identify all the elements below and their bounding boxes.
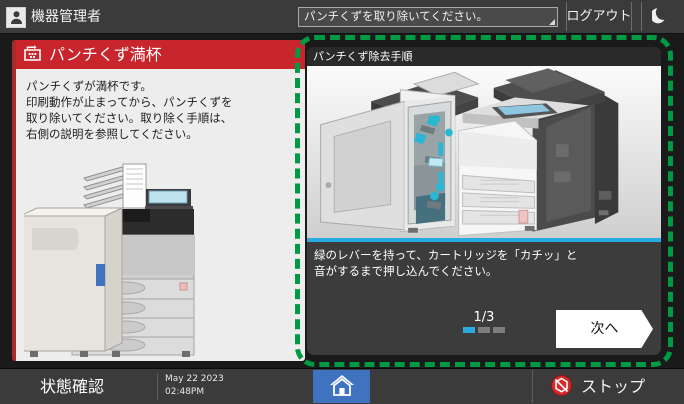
- status-check-button[interactable]: 状態確認: [40, 374, 104, 399]
- procedure-instruction: 緑のレバーを持って、カートリッジを「カチッ」と 音がするまで押し込んでください。: [307, 242, 661, 279]
- status-check-label: 状態確認: [40, 377, 105, 396]
- page-indicator: 1/3: [307, 311, 661, 333]
- illustration-accent-bar: [307, 238, 661, 242]
- error-message-body: パンチくずが満杯です。 印刷動作が止まってから、パンチくずを 取り除いてください…: [16, 69, 305, 142]
- crescent-moon-icon: [650, 6, 667, 28]
- top-bar: 機器管理者 パンチくずを取り除いてください。 ログアウト: [0, 0, 684, 34]
- page-dot-1[interactable]: [463, 327, 475, 333]
- user-name-label: 機器管理者: [31, 9, 101, 25]
- error-title-bar: パンチくず満杯: [16, 40, 305, 69]
- user-icon: [6, 6, 26, 28]
- chevron-down-icon: [549, 19, 555, 25]
- procedure-panel: パンチくず除去手順: [307, 47, 661, 355]
- stop-button[interactable]: ストップ: [532, 370, 684, 403]
- procedure-header: パンチくず除去手順: [307, 47, 661, 66]
- printer-illustration: [24, 163, 195, 357]
- next-button-label: 次へ: [590, 321, 619, 337]
- date-label: May 22 2023: [165, 374, 224, 384]
- page-dot-3[interactable]: [493, 327, 505, 333]
- punch-waste-box-icon: [23, 43, 42, 66]
- procedure-highlight-frame: パンチくず除去手順: [295, 35, 673, 367]
- date-time-display: May 22 2023 02:48PM: [157, 373, 224, 400]
- bottom-bar: 状態確認 May 22 2023 02:48PM: [0, 368, 684, 404]
- logout-button[interactable]: ログアウト: [566, 2, 632, 31]
- page-dot-2[interactable]: [478, 327, 490, 333]
- status-message-dropdown[interactable]: パンチくずを取り除いてください。: [298, 7, 558, 27]
- error-message-text: パンチくずが満杯です。 印刷動作が止まってから、パンチくずを 取り除いてください…: [26, 79, 233, 141]
- error-card: パンチくず満杯 パンチくずが満杯です。 印刷動作が止まってから、パンチくずを 取…: [12, 40, 305, 361]
- stop-label: ストップ: [581, 376, 646, 396]
- next-button[interactable]: 次へ: [556, 310, 653, 348]
- home-icon: [329, 373, 355, 401]
- procedure-illustration: [307, 66, 661, 238]
- error-title-label: パンチくず満杯: [49, 44, 162, 64]
- time-label: 02:48PM: [165, 387, 205, 397]
- sleep-mode-button[interactable]: [641, 2, 677, 31]
- home-button[interactable]: [313, 370, 370, 403]
- page-dots: [463, 327, 505, 333]
- logout-label: ログアウト: [566, 9, 632, 24]
- main-content: パンチくず満杯 パンチくずが満杯です。 印刷動作が止まってから、パンチくずを 取…: [0, 35, 684, 369]
- stop-icon: [551, 374, 572, 399]
- procedure-footer: 1/3 次へ: [307, 309, 661, 355]
- procedure-instruction-text: 緑のレバーを持って、カートリッジを「カチッ」と 音がするまで押し込んでください。: [314, 248, 578, 278]
- logged-in-user: 機器管理者: [6, 5, 101, 29]
- status-message-text: パンチくずを取り除いてください。: [304, 9, 488, 24]
- page-indicator-label: 1/3: [473, 310, 495, 325]
- procedure-header-label: パンチくず除去手順: [313, 50, 413, 63]
